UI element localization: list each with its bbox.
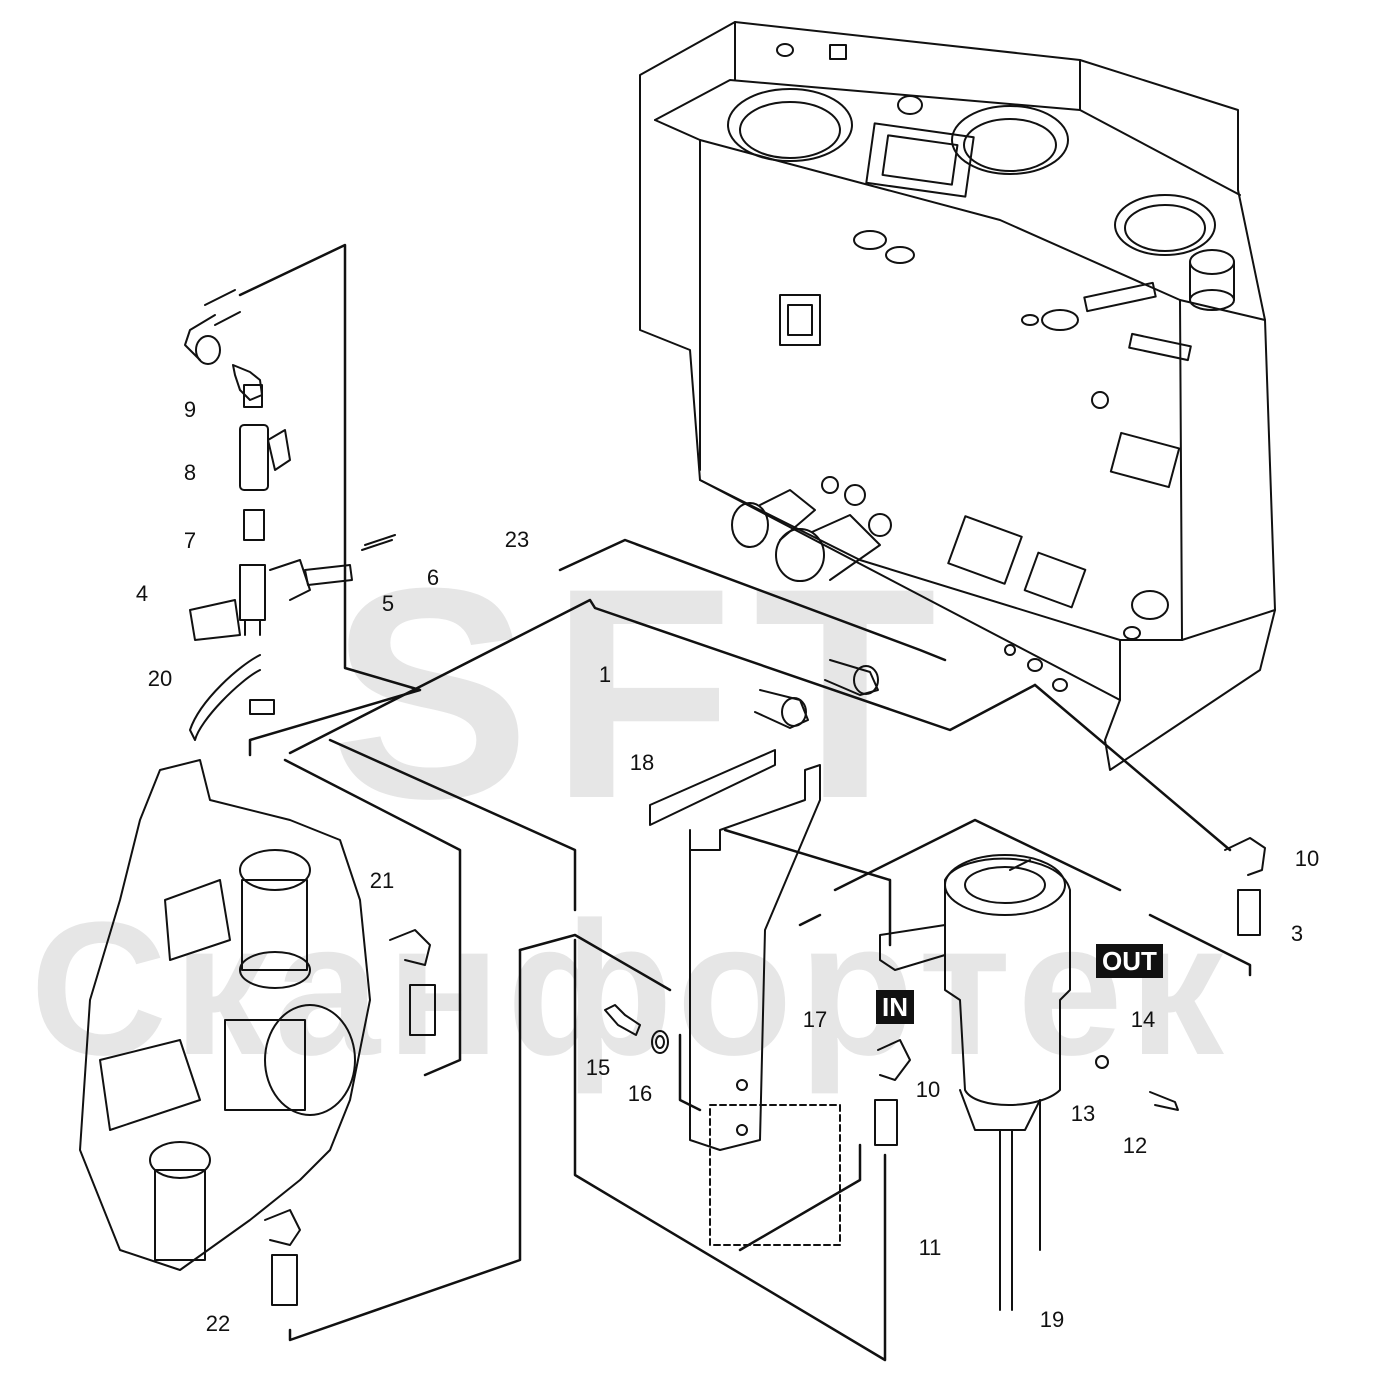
engine [79, 759, 371, 1271]
left-fitting-stack [184, 289, 396, 741]
callout-7: 7 [183, 528, 197, 553]
fuel-tank [639, 21, 1276, 771]
watermark-brand: SFT [330, 525, 957, 861]
callout-11: 11 [918, 1235, 942, 1260]
elbow-fittings [264, 837, 1266, 1306]
callout-16: 16 [627, 1081, 653, 1106]
leader-lines [238, 243, 1252, 1362]
callout-8: 8 [183, 460, 197, 485]
callout-18: 18 [629, 750, 655, 775]
callout-4: 4 [135, 581, 149, 606]
hose-fittings-top [754, 659, 879, 729]
callout-9: 9 [183, 397, 197, 422]
callout-19: 19 [1039, 1307, 1065, 1332]
callout-21: 21 [369, 868, 395, 893]
bracket [649, 749, 841, 1246]
callout-17: 17 [802, 1007, 828, 1032]
callout-3: 3 [1290, 921, 1304, 946]
in-label: IN [876, 990, 914, 1024]
callout-12: 12 [1122, 1133, 1148, 1158]
callout-14: 14 [1130, 1007, 1156, 1032]
callout-10-lower: 10 [915, 1077, 941, 1102]
out-label: OUT [1096, 944, 1163, 978]
callout-13: 13 [1070, 1101, 1096, 1126]
bolts [604, 1004, 1179, 1111]
fuel-filter [879, 854, 1071, 1311]
callout-15: 15 [585, 1055, 611, 1080]
callout-6: 6 [426, 565, 440, 590]
callout-10-upper: 10 [1294, 846, 1320, 871]
callout-1: 1 [598, 662, 612, 687]
callout-23: 23 [504, 527, 530, 552]
callout-22: 22 [205, 1311, 231, 1336]
watermark-brand-sub: Сканфортек [30, 883, 1230, 1095]
callout-5: 5 [381, 591, 395, 616]
callout-20: 20 [147, 666, 173, 691]
